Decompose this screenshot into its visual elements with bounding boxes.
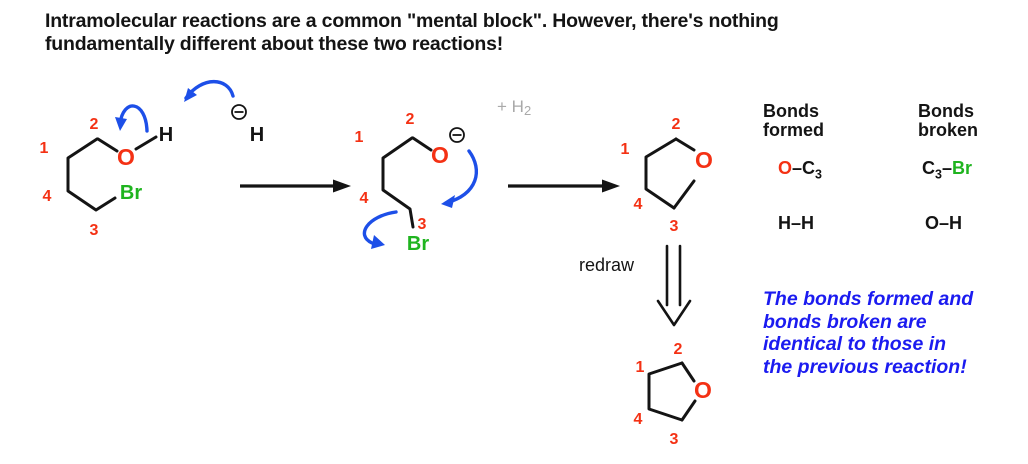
curved-arrow-head <box>371 235 385 249</box>
c3-o-bond <box>680 399 697 422</box>
c-o-bond <box>96 137 119 153</box>
carbon-number-2: 2 <box>406 111 415 128</box>
charge-circle <box>231 104 247 120</box>
bonds-broken-header: Bonds broken <box>918 102 978 140</box>
bonds-formed-header-line2: formed <box>763 120 825 140</box>
carbon-number-1: 1 <box>636 359 645 376</box>
carbon-number-1: 1 <box>40 140 49 157</box>
bond-broken-br: Br <box>951 158 972 178</box>
bromine-label: Br <box>407 233 429 255</box>
carbon-number-1: 1 <box>621 141 630 158</box>
note-text: The bonds formed and bonds broken are id… <box>763 288 973 378</box>
bond-broken-o-h: O–H <box>925 213 963 233</box>
oxygen-label: O <box>695 147 713 173</box>
oxygen-label: O <box>694 377 712 403</box>
note-line4: the previous reaction! <box>763 355 967 378</box>
arrow-head <box>602 179 620 193</box>
ring-carbon-bonds <box>644 137 678 210</box>
ring-carbon-bonds <box>647 361 684 422</box>
bond-formed-dash: – <box>792 158 803 178</box>
carbon-number-3: 3 <box>90 222 99 239</box>
bonds-formed-header: Bonds formed <box>763 102 824 140</box>
carbon-number-4: 4 <box>634 196 643 213</box>
c-o-bond <box>411 136 433 152</box>
carbon-number-4: 4 <box>360 190 369 207</box>
bonds-formed-header-line1: Bonds <box>763 101 819 121</box>
reaction-arrow-2 <box>508 179 620 193</box>
carbon-number-2: 2 <box>674 341 683 358</box>
c3-o-bond <box>672 179 696 210</box>
carbon-chain-bonds <box>66 137 117 212</box>
molecule-thf-product: O 2 1 4 3 <box>621 116 713 235</box>
note-line1: The bonds formed and <box>763 288 974 310</box>
hydride-ion: H <box>231 104 264 146</box>
curved-arrow-head <box>115 117 127 131</box>
carbon-chain-bonds <box>381 136 415 229</box>
charge-circle <box>449 127 465 143</box>
molecule-alkoxide: O Br 1 2 4 3 <box>355 111 465 255</box>
bond-broken-dash: – <box>941 158 952 178</box>
bond-formed-o-c3: O–C3 <box>778 158 822 182</box>
curved-arrow-c3-to-br <box>362 210 398 249</box>
molecule-thf-redrawn: O 2 1 4 3 <box>634 341 712 448</box>
redraw-label: redraw <box>579 255 635 275</box>
carbon-number-4: 4 <box>43 188 52 205</box>
carbon-number-1: 1 <box>355 129 364 146</box>
reaction-arrow-1 <box>240 179 351 193</box>
note-line2: bonds broken are <box>763 310 927 333</box>
bonds-broken-header-line2: broken <box>918 120 979 140</box>
curved-arrow-oh-to-o <box>115 104 149 133</box>
title-line2: fundamentally different about these two … <box>45 33 504 55</box>
curved-arrow-shaft <box>118 104 149 133</box>
carbon-number-3: 3 <box>418 216 427 233</box>
carbon-number-4: 4 <box>634 411 643 428</box>
curved-arrow-hydride-to-h <box>184 80 235 102</box>
curved-arrow-head <box>184 88 197 102</box>
bromine-label: Br <box>120 182 142 204</box>
bond-formed-h-h: H–H <box>778 213 815 233</box>
hydride-h-label: H <box>250 124 264 146</box>
curved-arrow-shaft <box>444 149 478 205</box>
hydroxyl-h-label: H <box>159 124 173 146</box>
bonds-broken-header-line1: Bonds <box>918 101 974 121</box>
curved-arrow-shaft <box>362 210 398 245</box>
double-arrow-head <box>656 299 692 327</box>
plus-h2-label: + H2 <box>497 97 531 118</box>
c2-o-bond <box>680 361 696 383</box>
plus-h2-base: + H <box>497 97 524 116</box>
carbon-number-2: 2 <box>672 116 681 133</box>
c2-o-bond <box>674 137 696 152</box>
note-line3: identical to those in <box>763 333 947 355</box>
carbon-number-3: 3 <box>670 218 679 235</box>
redraw-double-arrow <box>656 244 692 327</box>
plus-h2-subscript: 2 <box>524 103 531 118</box>
minus-charge-icon <box>231 104 247 120</box>
bond-formed-o: O <box>778 158 793 178</box>
oxygen-label: O <box>431 142 449 168</box>
carbon-number-2: 2 <box>90 116 99 133</box>
bond-broken-c-subscript: 3 <box>935 167 942 182</box>
carbon-number-3: 3 <box>670 431 679 448</box>
bond-formed-c: C <box>802 158 816 178</box>
curved-arrow-head <box>441 195 455 208</box>
bond-formed-c-subscript: 3 <box>815 167 822 182</box>
o-h-bond <box>134 135 158 151</box>
page-title: Intramolecular reactions are a common "m… <box>45 10 779 56</box>
curved-arrow-o-to-c3 <box>441 149 478 208</box>
bond-broken-c3-br: C3–Br <box>922 158 972 182</box>
title-line1: Intramolecular reactions are a common "m… <box>45 10 779 32</box>
oxygen-label: O <box>117 144 135 170</box>
arrow-head <box>333 179 351 193</box>
bond-broken-c: C <box>922 158 935 178</box>
molecule-bromobutanol: O H Br 1 2 4 3 <box>40 116 174 239</box>
minus-charge-icon <box>449 127 465 143</box>
